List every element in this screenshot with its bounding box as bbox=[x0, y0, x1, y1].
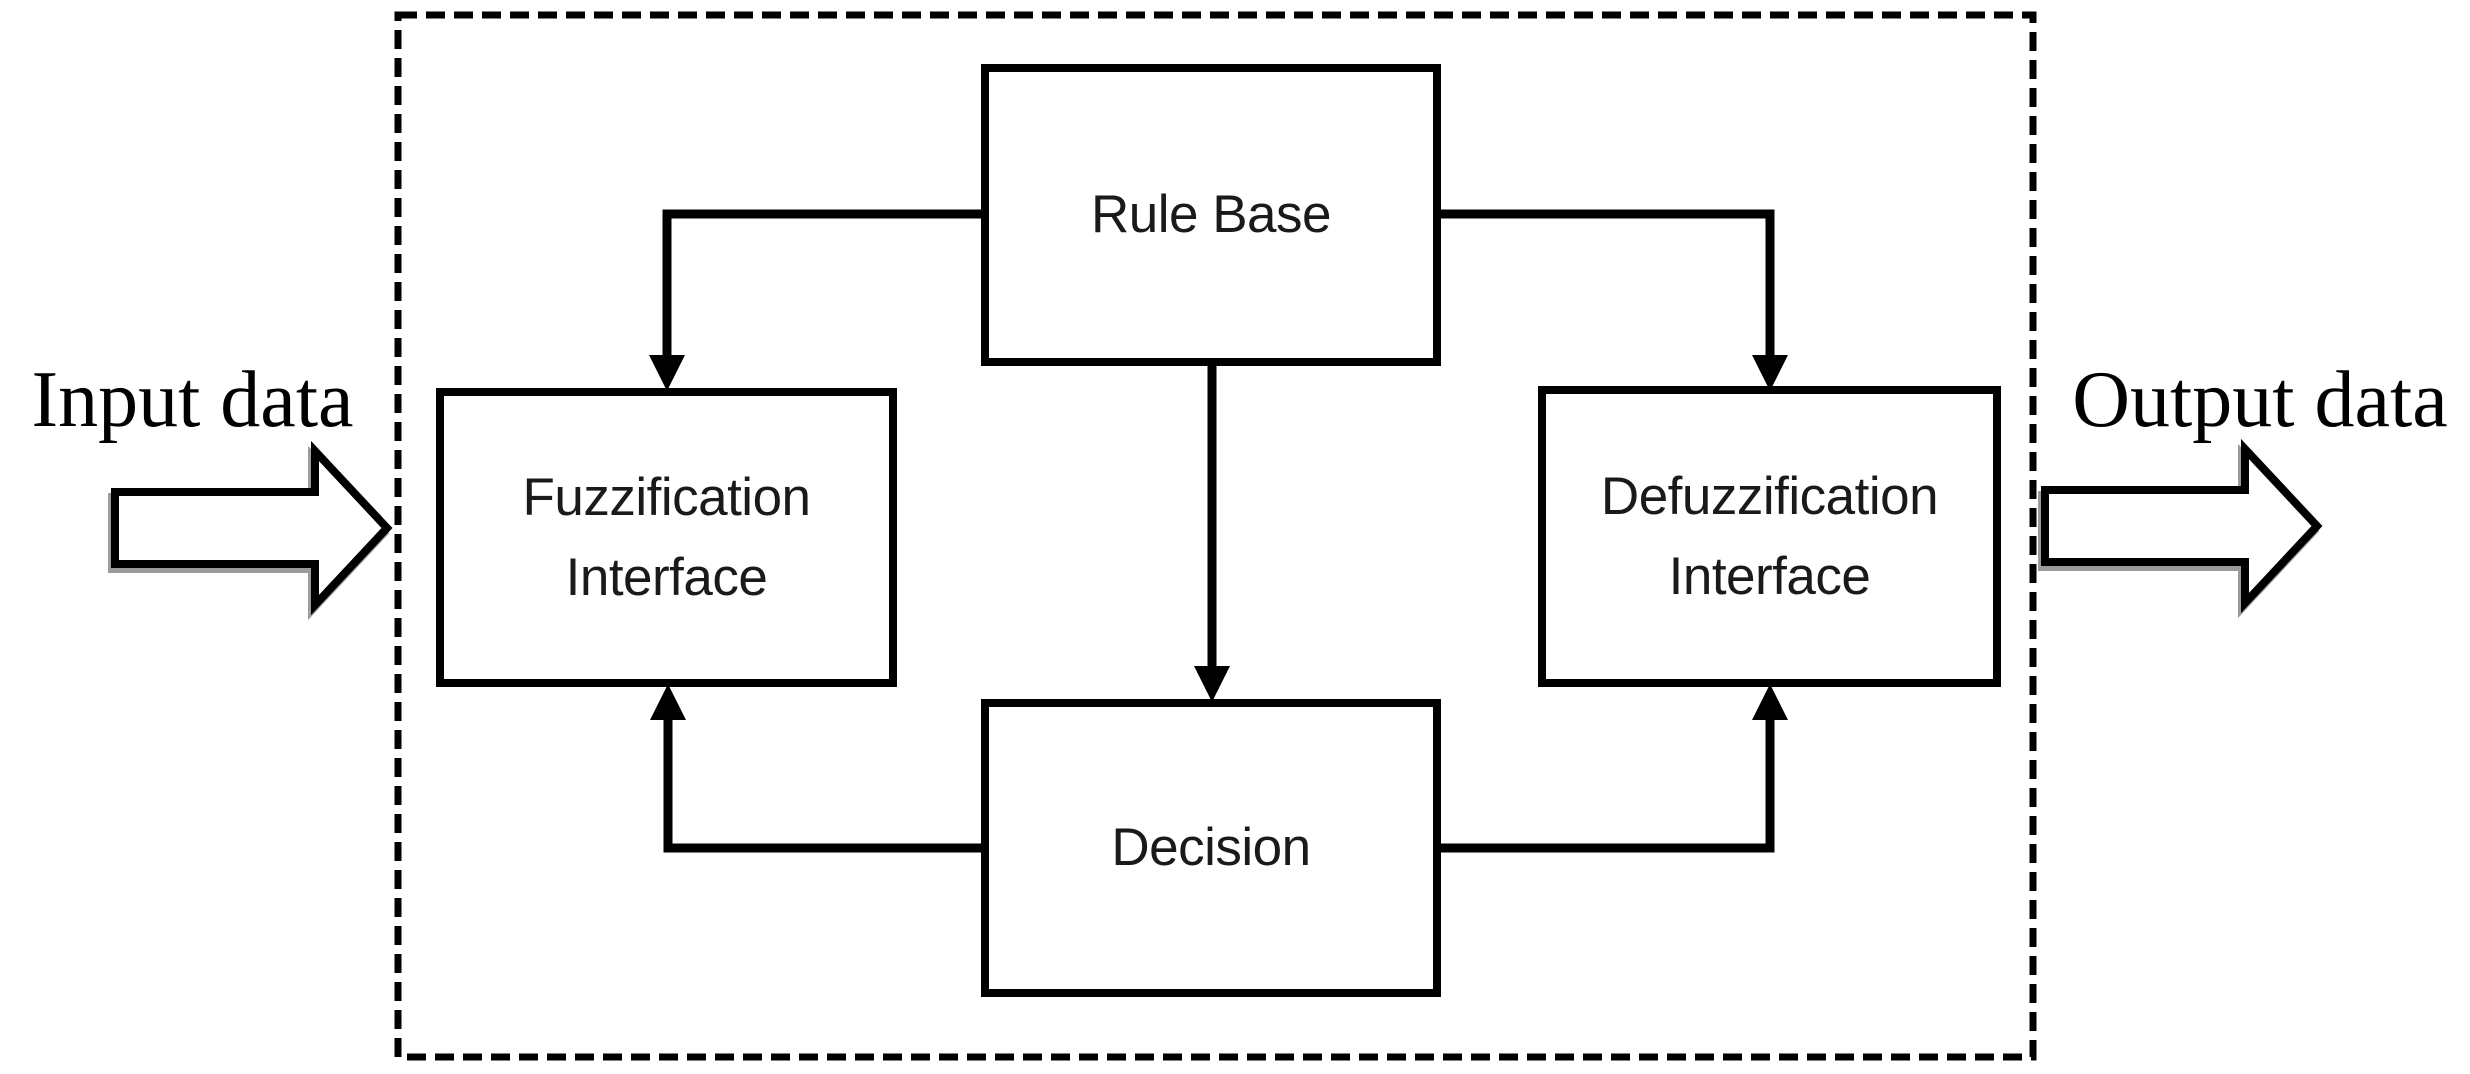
arrowhead-up-decision-to-defuzzification-icon bbox=[1752, 684, 1788, 720]
arrowhead-up-decision-to-fuzzification-icon bbox=[650, 684, 686, 720]
connector-rulebase-to-defuzzification bbox=[1437, 209, 1775, 357]
output-arrow-icon bbox=[2041, 438, 2323, 614]
decision-box bbox=[981, 699, 1441, 997]
connector-decision-to-fuzzification bbox=[663, 718, 985, 853]
connector-decision-to-defuzzification bbox=[1437, 718, 1775, 853]
fuzzification-box bbox=[436, 388, 897, 687]
defuzzification-box bbox=[1538, 386, 2001, 687]
arrowhead-down-rulebase-to-decision-icon bbox=[1194, 666, 1230, 702]
connector-rulebase-to-fuzzification bbox=[662, 209, 985, 357]
dashed-system-boundary bbox=[394, 11, 2037, 1061]
rule-base-box bbox=[981, 64, 1441, 366]
input-arrow-icon bbox=[111, 440, 393, 616]
arrowhead-down-rulebase-to-defuzzification-icon bbox=[1752, 355, 1788, 391]
arrowhead-down-rulebase-to-fuzzification-icon bbox=[649, 355, 685, 391]
